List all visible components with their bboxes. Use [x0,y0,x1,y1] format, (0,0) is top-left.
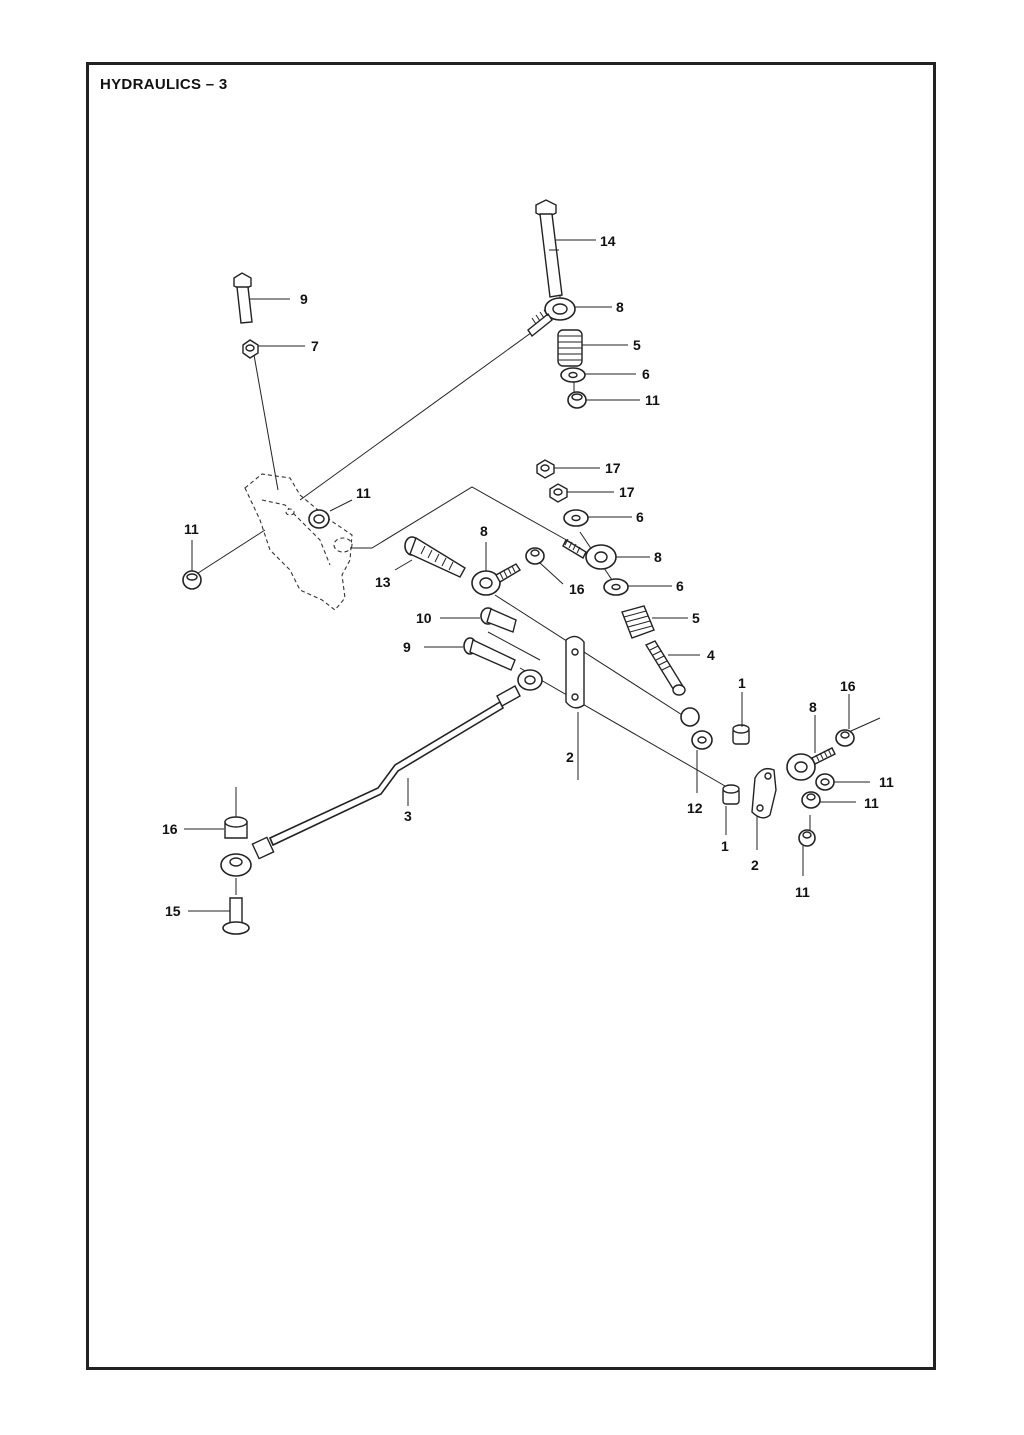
callout-16-right: 16 [840,678,856,694]
callout-6-mid: 6 [636,509,644,525]
callout-4: 4 [707,647,715,663]
nut-11-bracket [308,509,330,529]
spring-5-top [557,329,583,367]
callout-16-lower: 16 [162,821,178,837]
nut-11-right-c [798,829,816,847]
callout-13: 13 [375,574,391,590]
callout-11-top: 11 [645,392,660,408]
pin-10 [480,607,517,633]
spring-5-lower [621,605,655,639]
callout-leaders [184,239,870,912]
nut-7 [242,339,259,359]
nut-16-right [835,729,855,747]
callout-12: 12 [687,800,703,816]
callout-9-mid: 9 [403,639,411,655]
callout-11-bracket: 11 [356,485,371,501]
callout-6-lower: 6 [676,578,684,594]
callout-8-left: 8 [480,523,488,539]
linkage-rod-3 [251,669,543,860]
bolt-13 [404,536,466,578]
callout-3: 3 [404,808,412,824]
callout-8-top: 8 [616,299,624,315]
bushing-1-lower [722,784,740,805]
callout-9-top: 9 [300,291,308,307]
nut-17-lower [549,483,568,503]
callout-5-top: 5 [633,337,641,353]
pivot-12 [680,707,713,750]
callout-11-right-b: 11 [864,795,879,811]
nut-11-top [567,391,587,409]
page-title: HYDRAULICS – 3 [100,76,228,93]
bushing-1-upper [732,724,750,745]
bolt-9-mid [463,637,516,671]
rod-end-8-top [527,297,576,338]
washer-6-mid [563,509,589,527]
callout-10: 10 [416,610,432,626]
rod-end-lower-left [220,853,252,877]
assembly-lines [194,292,881,895]
bolt-9-top [233,272,253,324]
callout-17-upper: 17 [605,460,621,476]
callout-11-left: 11 [184,521,199,537]
callout-17-lower: 17 [619,484,635,500]
callout-6-top: 6 [642,366,650,382]
link-plate-2-right [751,767,777,819]
nut-11-right-b [801,791,821,809]
bolt-15 [222,897,250,935]
nut-16-lower [224,816,248,839]
diagram-frame [86,62,936,1370]
callout-16-mid: 16 [569,581,585,597]
nut-11-right-a [815,773,835,791]
rod-end-8-mid [562,538,617,570]
callout-1-lower: 1 [721,838,729,854]
callout-14: 14 [600,233,616,249]
callout-7: 7 [311,338,319,354]
callout-1-upper: 1 [738,675,746,691]
washer-6-lower [603,578,629,596]
callout-8-mid: 8 [654,549,662,565]
callout-8-right: 8 [809,699,817,715]
link-plate-2-left [565,635,585,709]
mounting-bracket [244,473,353,611]
threaded-rod-4 [644,640,686,696]
callout-5-lower: 5 [692,610,700,626]
callout-labels: 14 9 8 7 5 6 11 17 17 11 6 11 8 8 13 16 … [162,233,894,919]
nut-11-left [182,570,202,590]
bolt-14 [535,199,563,298]
callout-2-left: 2 [566,749,574,765]
callout-15: 15 [165,903,181,919]
rod-end-8-right [786,747,836,781]
nut-16-mid [525,547,545,565]
callout-2-right: 2 [751,857,759,873]
washer-6-top [560,367,586,383]
nut-17-upper [536,459,555,479]
rod-end-8-left [471,563,521,596]
callout-11-right-c: 11 [795,884,810,900]
callout-11-right-a: 11 [879,774,894,790]
